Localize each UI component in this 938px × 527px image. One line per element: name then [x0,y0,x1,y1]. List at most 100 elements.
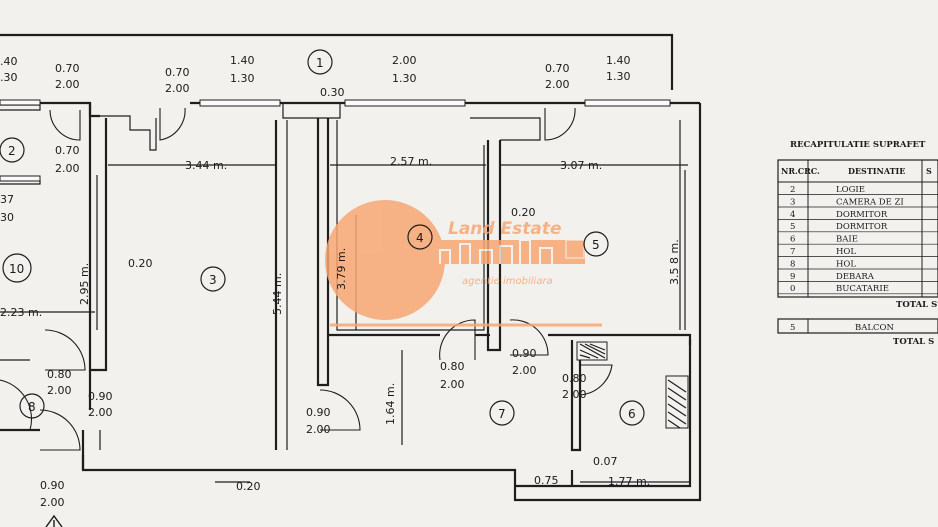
recap-row-destination: BUCATARIE [836,284,889,294]
dim-label: 0.70 [545,62,570,75]
dim-label: 1.40 [230,54,255,67]
recap-row-nr: 7 [790,247,795,257]
recap-row-nr: 4 [790,210,795,220]
brand-name: Land Estate [448,219,561,239]
windows [0,99,671,182]
recap-row-destination: DORMITOR [836,210,888,220]
dim-label: 0.80 [47,368,72,381]
dim-label: 2.00 [392,54,417,67]
dimension-lines [0,120,690,483]
recap-total-2: TOTAL S [893,337,934,347]
recap-balcony-nr: 5 [790,323,795,333]
dim-label: 1.40 [606,54,631,67]
recap-row-nr: 8 [790,259,795,269]
recap-balcony-destination: BALCON [855,323,895,333]
dim-label: 0.70 [165,66,190,79]
dim-label: 1.64 m. [384,383,397,425]
recap-header-s: S [926,166,932,176]
dim-label: 2.00 [55,78,80,91]
recap-header-nr: NR.CRC. [781,166,820,176]
room-number: 1 [316,56,324,70]
bath-fixture-top [576,341,608,361]
window-room4 [344,99,466,107]
recap-row-destination: CAMERA DE ZI [836,197,904,207]
fixtures [576,341,689,429]
room-number: 6 [628,407,636,421]
entry-arrow-icon [45,514,63,527]
dim-label: 2.00 [440,378,465,391]
room-number: 4 [416,231,424,245]
dim-label: 3.79 m. [335,248,348,290]
recap-row-nr: 6 [790,235,795,245]
bath-fixture-right [665,375,689,429]
dim-label: 1.30 [606,70,631,83]
dim-label: 1.77 m. [608,475,650,488]
dim-label: 2.00 [306,423,331,436]
dim-label: .40 [0,55,18,68]
dim-label: 0.70 [55,144,80,157]
window-room3 [199,99,281,107]
dim-label: 3.5 8 m. [668,239,681,285]
dimension-labels: .40 .30 0.70 2.00 0.70 2.00 1.40 1.30 2.… [0,54,681,509]
recap-table: RECAPITULATIE SUPRAFET NR.CRC. DESTINATI… [777,140,938,347]
dim-label: 3.07 m. [560,159,602,172]
dim-label: 0.07 [593,455,618,468]
dim-label: 2.95 m. [78,263,91,305]
room-number: 3 [209,273,217,287]
dim-label: 0.80 [440,360,465,373]
dim-label: 2.00 [47,384,72,397]
dim-label: 2.00 [40,496,65,509]
recap-row-nr: 3 [790,197,795,207]
dim-label: 0.75 [534,474,559,487]
recap-row-destination: LOGIE [836,185,865,195]
dim-label: 0.20 [128,257,153,270]
recap-row-destination: HOL [836,247,856,257]
dim-label: 2 00 [562,388,587,401]
recap-row-nr: 2 [790,185,795,195]
dim-label: 0.70 [55,62,80,75]
recap-row-nr: 9 [790,272,795,282]
recap-row-destination: HOL [836,259,856,269]
dim-label: 2.00 [55,162,80,175]
room-markers: 1 2 3 4 5 6 7 8 10 [0,49,645,426]
window-room5 [584,99,671,107]
dim-label: 5.44 m. [271,273,284,315]
room-number: 7 [498,407,506,421]
room-number: 2 [8,144,16,158]
dim-label: 1.30 [230,72,255,85]
room-number: 5 [592,238,600,252]
door-swings [0,107,613,451]
dim-label: 2.00 [512,364,537,377]
recap-row-nr: 5 [790,222,795,232]
dim-label: 0.90 [88,390,113,403]
dim-label: 2.00 [88,406,113,419]
brand-logo: Land Estate agentie imobiliara [325,200,602,327]
dim-label: 0.20 [511,206,536,219]
dim-label: 0.90 [512,347,537,360]
recap-row-destination: DORMITOR [836,222,888,232]
dim-label: 2.23 m. [0,306,42,319]
dim-label: 2.57 m. [390,155,432,168]
dim-label: 0.20 [236,480,261,493]
window-left-a [0,99,41,106]
dim-label: 0.90 [306,406,331,419]
dim-label: 30 [0,211,14,224]
dim-label: 37 [0,193,14,206]
dim-label: 0.90 [40,479,65,492]
recap-title: RECAPITULATIE SUPRAFET [790,140,926,150]
recap-row-destination: BAIE [836,235,858,245]
room-number: 10 [9,262,24,276]
recap-row-destination: DEBARA [836,272,875,282]
room-number: 8 [28,400,36,414]
brand-tagline: agentie imobiliara [462,276,553,287]
recap-total-1: TOTAL Su [896,300,938,310]
key-house-icon [325,200,445,320]
dim-label: 3.44 m. [185,159,227,172]
dim-label: 0.30 [320,86,345,99]
recap-header-destination: DESTINATIE [848,166,905,176]
recap-row-nr: 0 [790,284,795,294]
window-left-b [0,175,41,182]
dim-label: 2.00 [545,78,570,91]
dim-label: 2.00 [165,82,190,95]
